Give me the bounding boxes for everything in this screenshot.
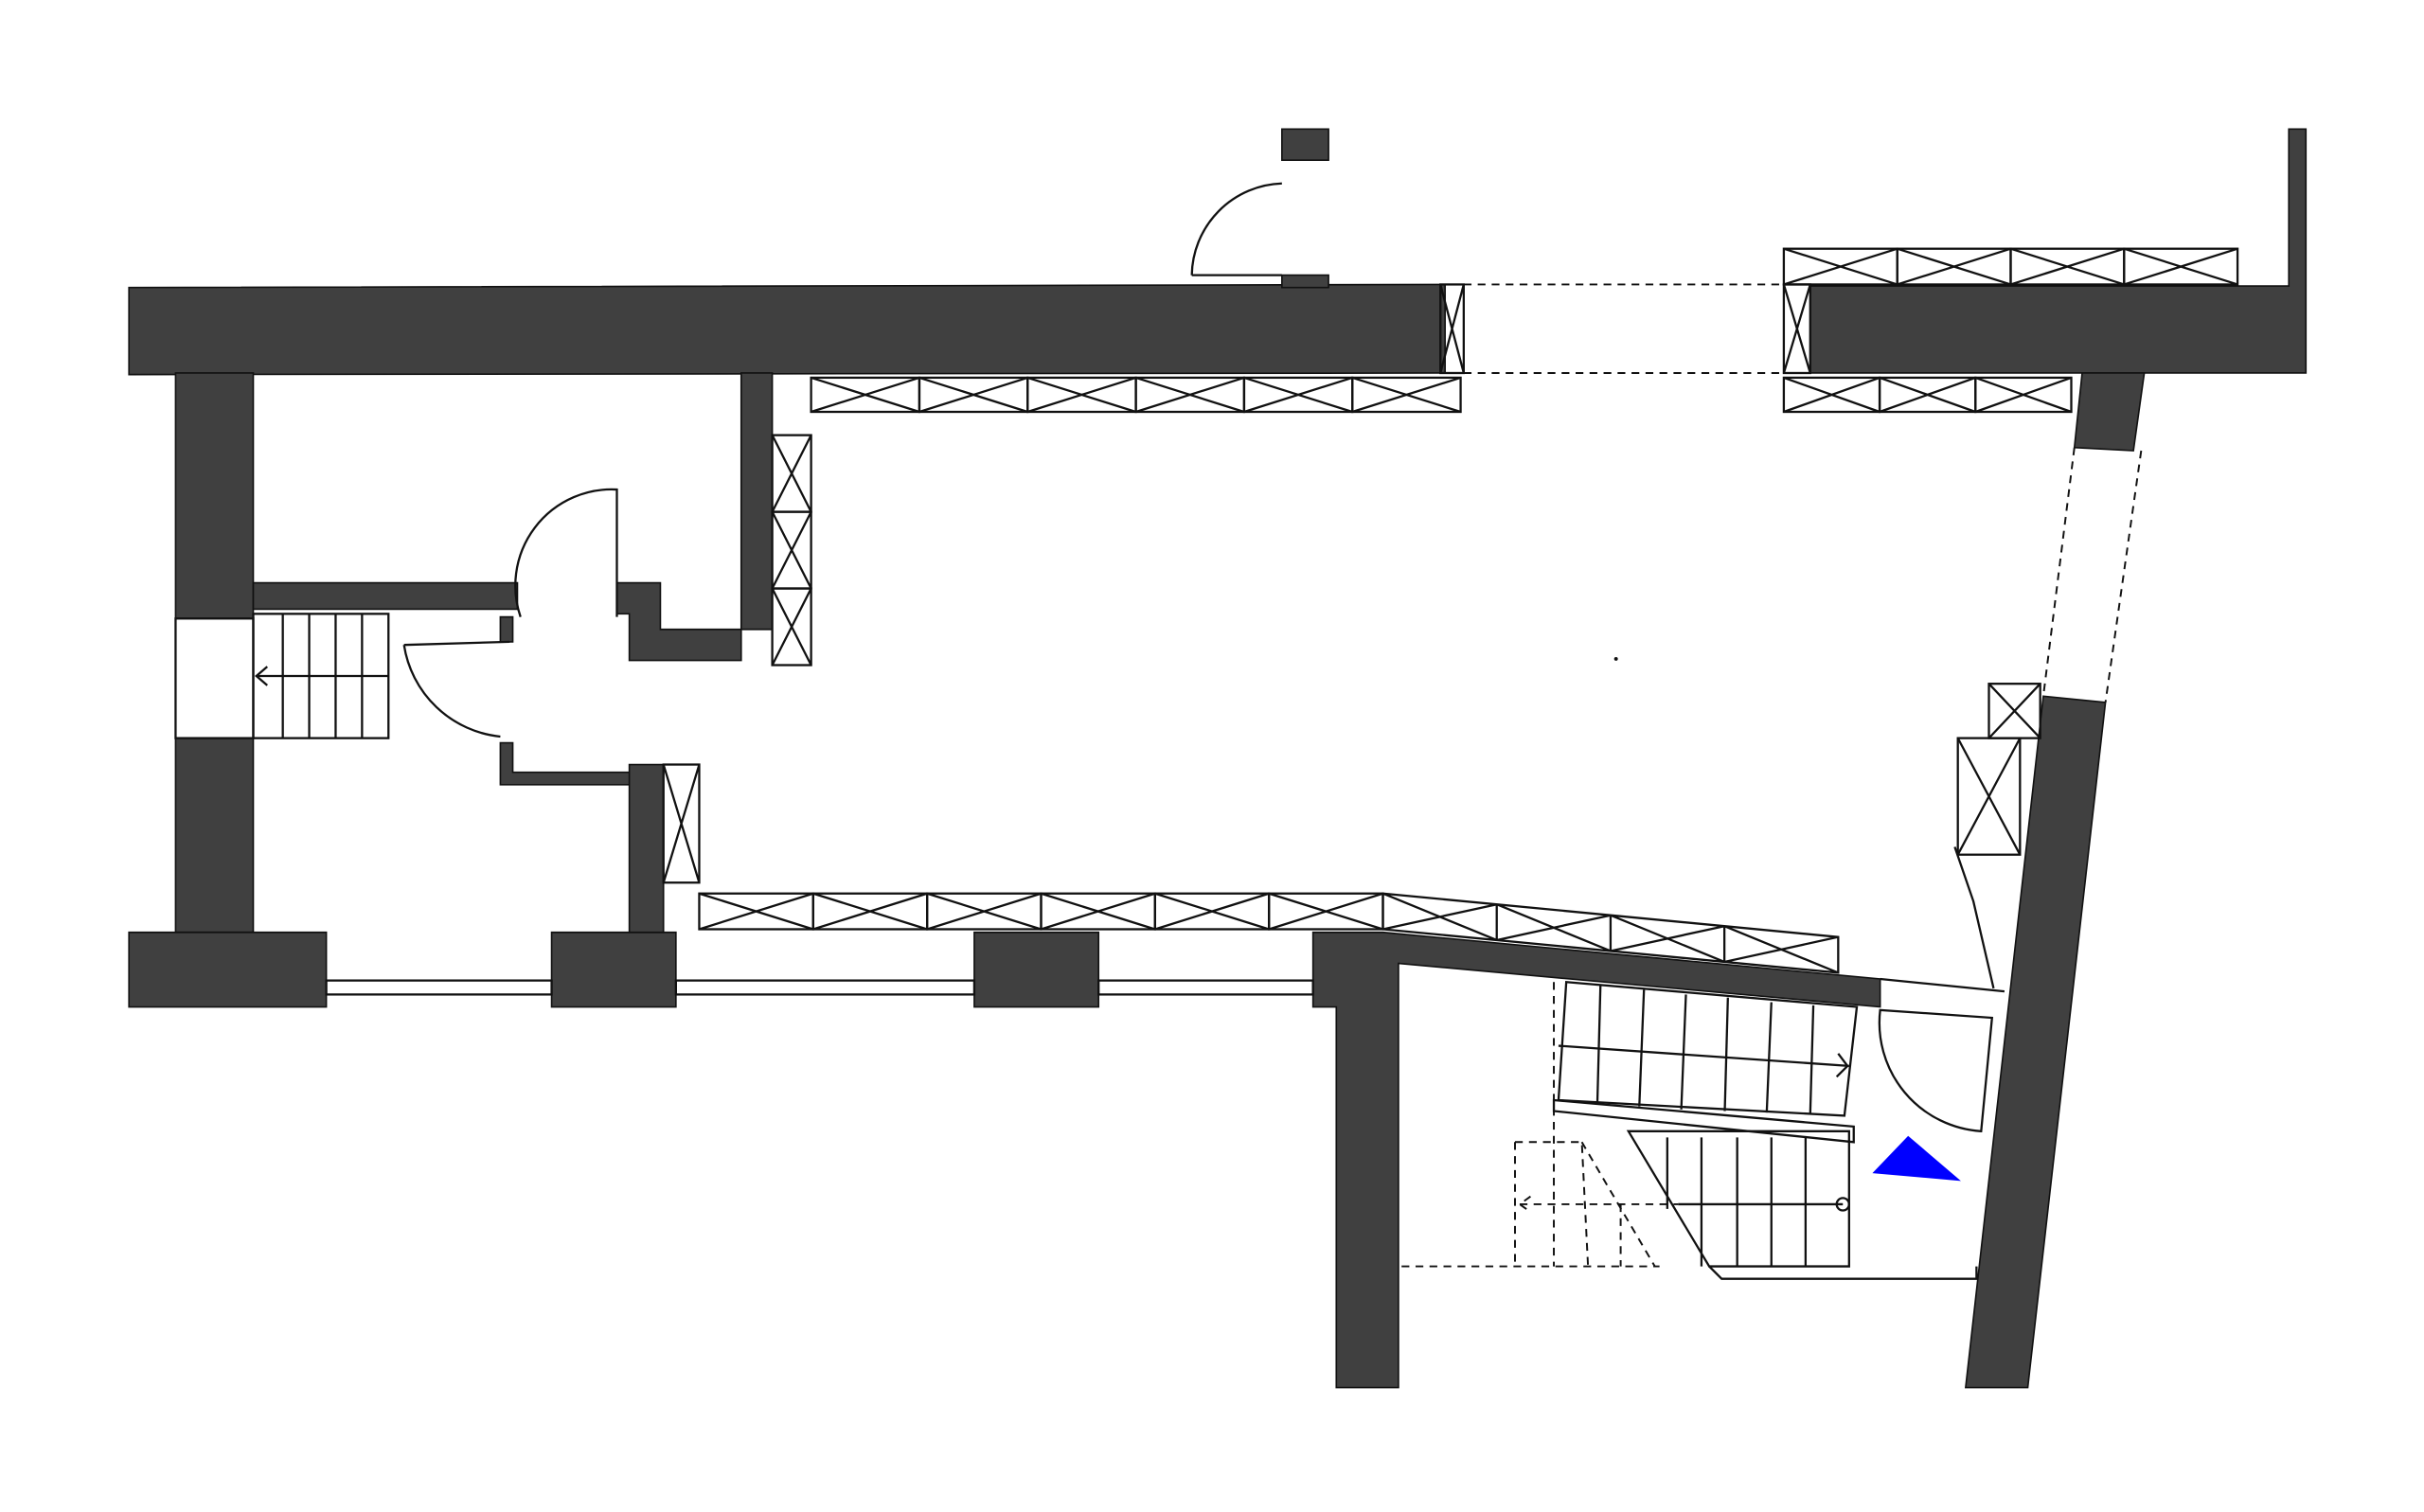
opening-dashed-line [2104,450,2143,703]
insulation-panel [810,376,1462,414]
wall [128,931,328,1008]
wall [1281,128,1329,161]
wall [615,372,774,662]
wall [128,283,1446,376]
door-swing [1190,182,1282,276]
door-swing [1880,846,2005,993]
wall [174,372,255,620]
center-dot [1613,656,1618,661]
insulation-panel [1987,683,2041,739]
insulation-panel [1381,892,1840,974]
wall [252,581,519,611]
insulation-panel [1439,283,1465,375]
insulation-panel [1782,376,2073,414]
staircase-right-lower [1626,1130,1978,1280]
window [1097,979,1314,996]
insulation-panels [662,247,2239,974]
staircase-left [174,613,390,739]
wall [1311,931,1881,1389]
wall [1964,695,2107,1389]
view-direction-triangle-icon [1872,1135,1961,1182]
wall [174,737,255,934]
wall [1281,274,1329,289]
staircase-right-upper [1552,981,1859,1144]
opening-dashed-line [2041,447,2076,697]
wall [973,931,1100,1008]
insulation-panel [662,763,701,884]
door-swing [514,488,618,617]
insulation-panel [771,434,812,667]
window [325,979,553,996]
insulation-panel [1782,283,1811,375]
wall [2073,372,2146,452]
insulation-panel [1956,737,2022,856]
staircase-dashed-below [1401,982,1679,1268]
wall [550,931,677,1008]
plan-lines [174,182,2143,1280]
door-swing [402,640,510,738]
wall [499,615,514,643]
window [674,979,976,996]
door-swing [1878,1008,1994,1133]
insulation-panel [1782,247,2239,286]
wall [628,763,665,934]
insulation-panel [698,892,1384,931]
wall [499,741,638,786]
walls [128,128,2308,1389]
